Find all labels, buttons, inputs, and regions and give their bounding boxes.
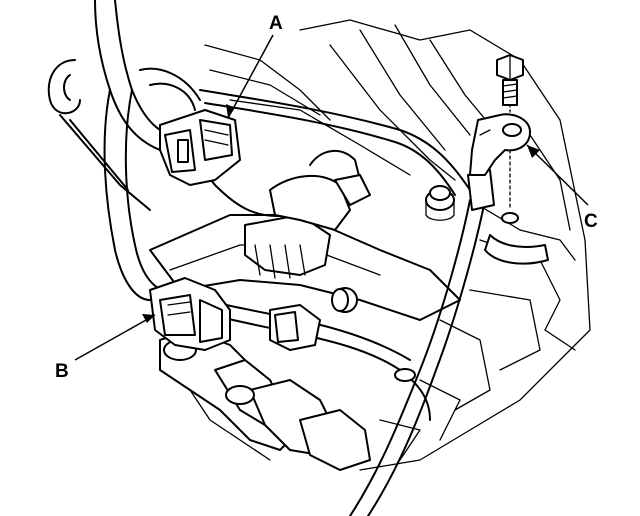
callout-label-b: B <box>55 361 69 382</box>
callout-label-c: C <box>584 211 598 232</box>
callout-label-a: A <box>269 13 283 34</box>
mounting-boss <box>425 185 455 221</box>
arrowhead-a <box>226 104 235 118</box>
ground-cable <box>349 169 495 516</box>
harness-clip <box>269 287 358 351</box>
arrowhead-c <box>527 145 540 158</box>
leader-a <box>227 34 274 119</box>
leader-b <box>74 314 156 361</box>
connector-b <box>149 277 231 351</box>
engine-block <box>204 19 591 471</box>
bracket <box>484 234 549 265</box>
ground-terminal <box>469 113 531 176</box>
bolt <box>496 54 524 224</box>
connector-a <box>139 67 241 186</box>
callout-leaders <box>74 34 589 361</box>
intake-runners <box>159 329 371 471</box>
sensor-connector <box>244 150 371 279</box>
wire-harness <box>47 0 471 421</box>
leader-c <box>526 144 589 206</box>
arrowhead-b <box>142 314 155 323</box>
